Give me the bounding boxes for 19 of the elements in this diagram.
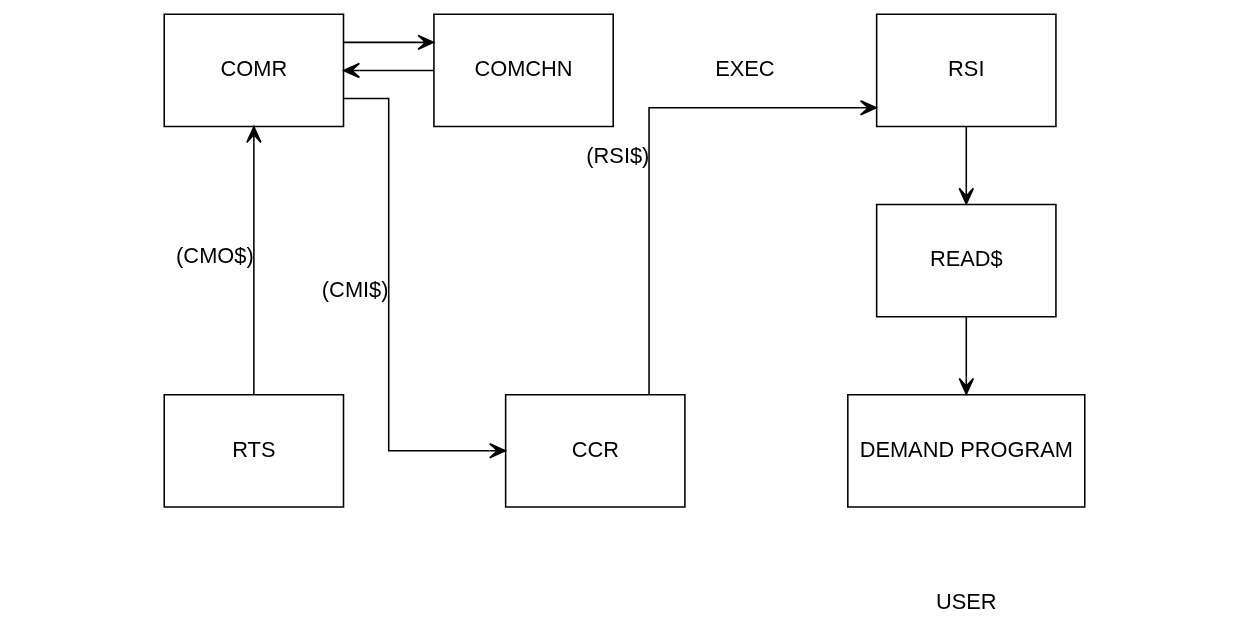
label: EXEC — [714, 56, 775, 82]
edge-label: (RSI$) — [585, 142, 649, 168]
label: USER — [935, 588, 997, 614]
node-box: RTS — [162, 393, 344, 508]
node-box: RSI — [875, 13, 1057, 128]
arrow — [342, 97, 506, 459]
node-box: COMCHN — [432, 13, 614, 128]
edge-label: (CMO$) — [175, 242, 254, 268]
arrow — [342, 34, 434, 51]
arrow — [342, 62, 435, 79]
node-box: CCR — [504, 393, 686, 508]
arrow — [647, 100, 877, 395]
arrow — [245, 126, 262, 396]
node-box: COMR — [162, 13, 344, 128]
node-box: DEMAND PROGRAM — [846, 393, 1086, 508]
node-box: READ$ — [875, 203, 1057, 318]
arrow — [958, 316, 974, 395]
arrow — [958, 126, 974, 205]
edge-label: (CMI$) — [321, 276, 389, 302]
